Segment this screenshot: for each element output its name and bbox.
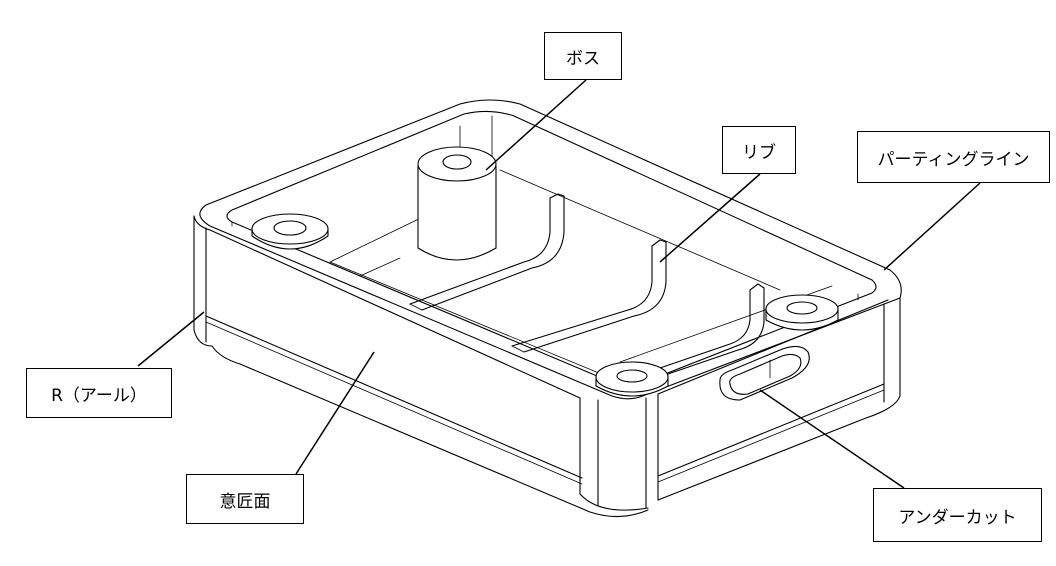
ribs: [409, 193, 765, 375]
label-undercut: アンダーカット: [873, 488, 1042, 542]
label-rib: リブ: [722, 126, 796, 174]
label-r-radius: R（アール）: [26, 368, 172, 418]
label-boss: ボス: [544, 32, 622, 80]
undercut-slot: [719, 345, 810, 401]
leader-lines: [137, 79, 981, 489]
label-design-surface: 意匠面: [186, 474, 304, 524]
bosses: [251, 146, 839, 397]
enclosure-body: [193, 99, 902, 518]
enclosure-interior: [329, 167, 833, 391]
label-parting-line: パーティングライン: [857, 131, 1050, 183]
